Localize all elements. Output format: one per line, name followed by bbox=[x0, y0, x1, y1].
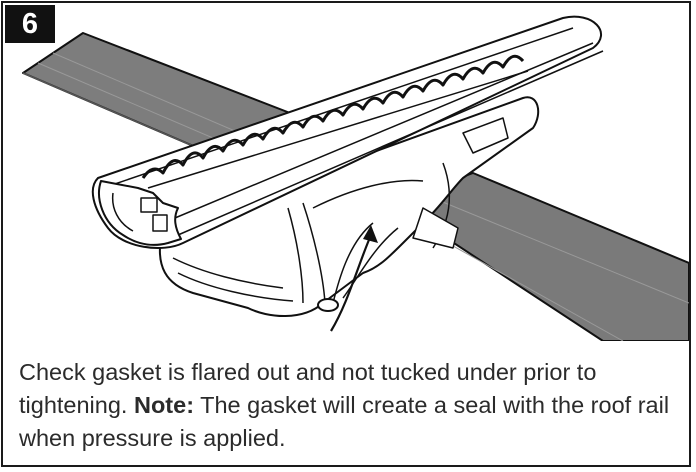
curved-arrow-icon bbox=[330, 225, 378, 332]
crossbar bbox=[91, 15, 604, 249]
note-label: Note: bbox=[133, 392, 195, 418]
foot-housing bbox=[158, 96, 540, 317]
note-text: The gasket will create a seal with the r… bbox=[19, 392, 670, 451]
instruction-main: Check gasket is flared out and not tucke… bbox=[19, 359, 597, 418]
crossbar-foot-illustration bbox=[22, 15, 689, 341]
instruction-text: Check gasket is flared out and not tucke… bbox=[19, 356, 689, 455]
step-number: 6 bbox=[21, 7, 39, 40]
step-card: 6 bbox=[1, 1, 691, 467]
step-number-badge: 6 bbox=[5, 5, 55, 43]
